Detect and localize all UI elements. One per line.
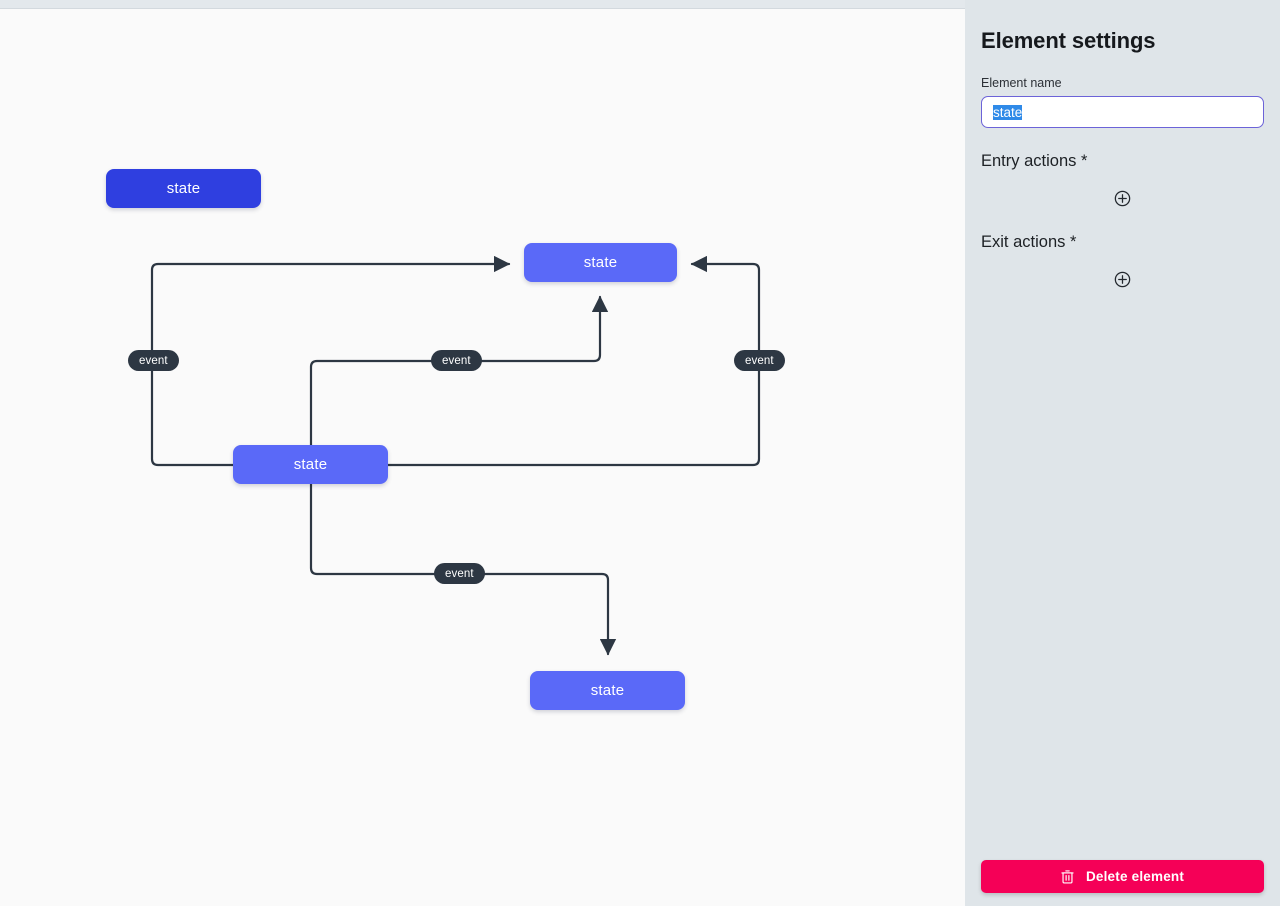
event-label[interactable]: event <box>434 563 485 584</box>
entry-actions-label: Entry actions * <box>981 152 1088 170</box>
event-label-text: event <box>745 354 774 367</box>
event-label-text: event <box>445 567 474 580</box>
state-node-label: state <box>166 180 201 197</box>
top-toolbar-strip <box>0 0 965 9</box>
exit-actions-add-row <box>981 268 1264 290</box>
state-node[interactable]: state <box>524 243 677 282</box>
event-label[interactable]: event <box>128 350 179 371</box>
edges-layer <box>150 255 761 656</box>
state-node-label: state <box>590 682 625 699</box>
state-node[interactable]: state <box>530 671 685 710</box>
element-name-label: Element name <box>981 76 1062 90</box>
event-label[interactable]: event <box>431 350 482 371</box>
delete-element-label: Delete element <box>1085 869 1185 884</box>
entry-actions-add-row <box>981 187 1264 209</box>
edge-middle-up <box>309 295 609 447</box>
event-label-text: event <box>139 354 168 367</box>
state-node[interactable]: state <box>106 169 261 208</box>
exit-actions-label: Exit actions * <box>981 233 1077 251</box>
element-settings-panel: Element settings Element name Entry acti… <box>965 0 1280 906</box>
state-node[interactable]: state <box>233 445 388 484</box>
plus-circle-icon[interactable] <box>1114 271 1131 288</box>
delete-element-button[interactable]: Delete element <box>981 860 1264 893</box>
plus-circle-icon[interactable] <box>1114 190 1131 207</box>
diagram-canvas[interactable]: state state state state event event even… <box>0 9 965 906</box>
state-node-label: state <box>293 456 328 473</box>
event-label[interactable]: event <box>734 350 785 371</box>
panel-title: Element settings <box>981 28 1156 53</box>
state-node-label: state <box>583 254 618 271</box>
trash-icon <box>1061 870 1074 884</box>
element-name-input[interactable] <box>981 96 1264 128</box>
event-label-text: event <box>442 354 471 367</box>
